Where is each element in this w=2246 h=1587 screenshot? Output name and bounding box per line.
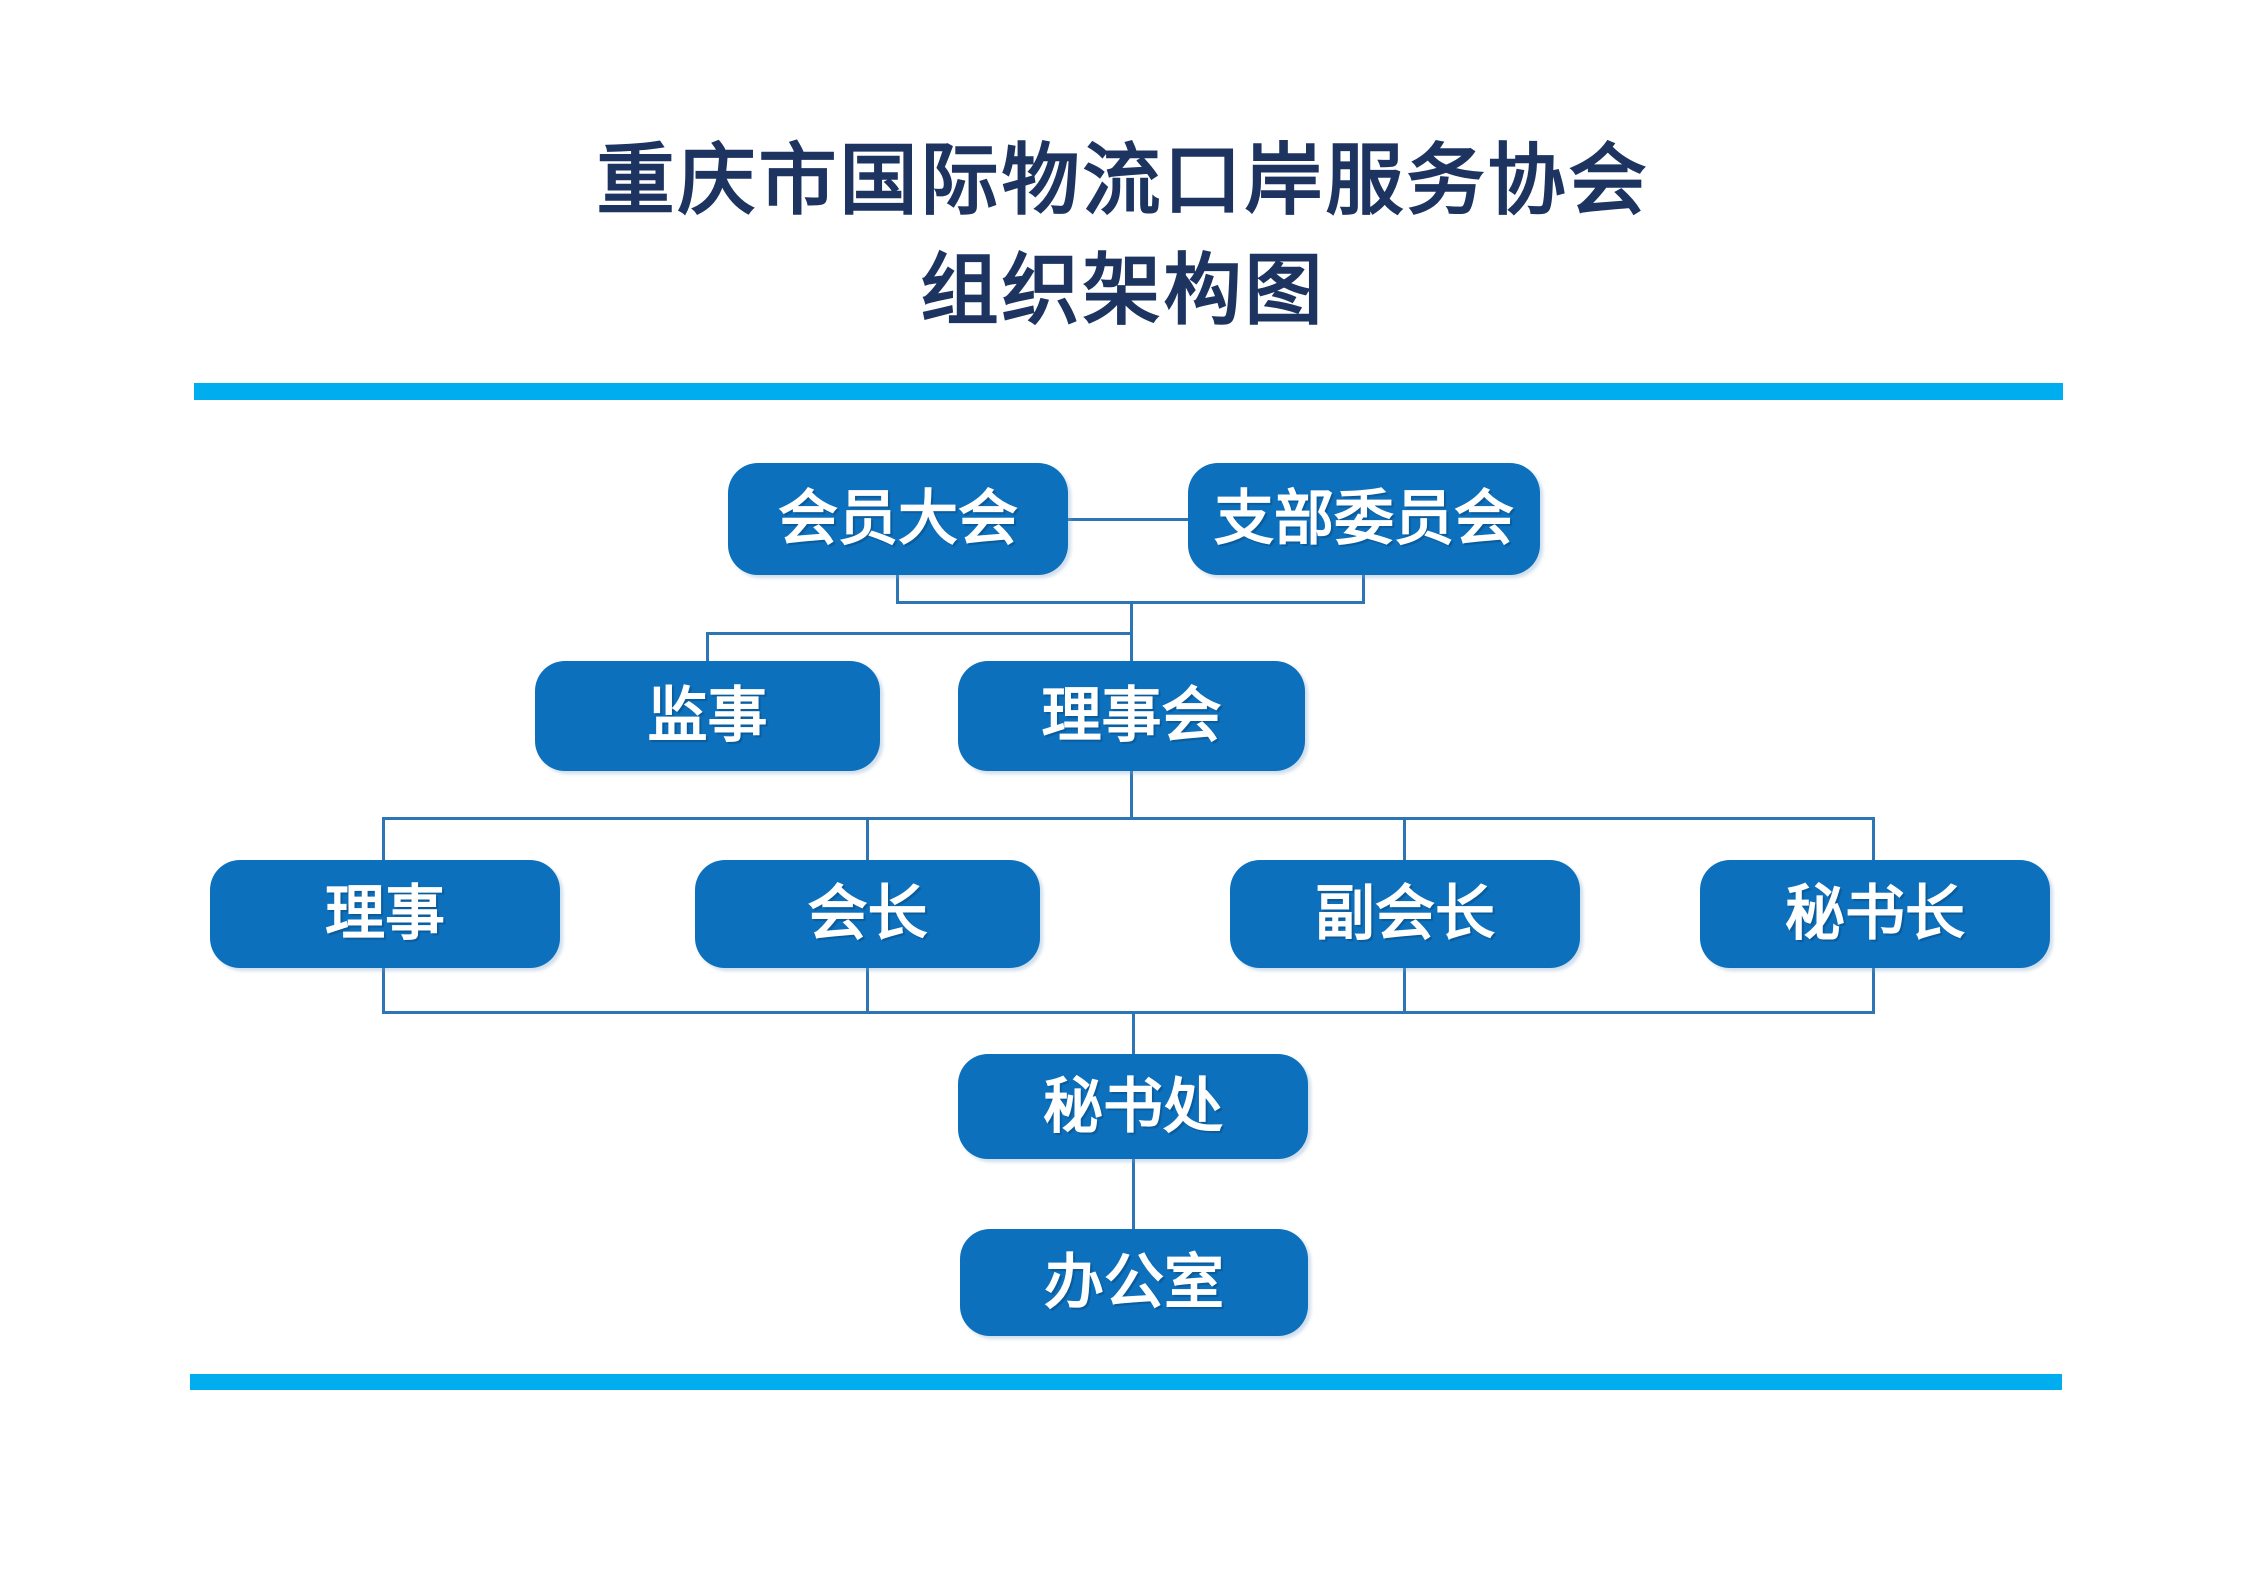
connector-secretariat-to-office: [1132, 1159, 1135, 1229]
org-node-label: 会长: [807, 881, 928, 947]
org-node-label: 监事: [647, 683, 768, 749]
org-node-directors: 理事: [210, 860, 560, 968]
connector-branch-drop: [1362, 575, 1365, 603]
bottom-divider: [190, 1374, 2062, 1390]
org-node-label: 秘书处: [1043, 1073, 1223, 1140]
org-node-secretariat: 秘书处: [958, 1054, 1308, 1159]
connector-vice-president-down: [1403, 968, 1406, 1013]
org-node-supervisors: 监事: [535, 661, 880, 771]
org-node-council: 理事会: [958, 661, 1305, 771]
page-subtitle: 组织架构图: [920, 247, 1326, 334]
org-node-branch-committee: 支部委员会: [1188, 463, 1540, 575]
connector-bus-to-secretariat: [1132, 1011, 1135, 1054]
org-node-member-assembly: 会员大会: [728, 463, 1068, 575]
org-node-secretary-general: 秘书长: [1700, 860, 2050, 968]
connector-director-down: [382, 968, 385, 1013]
connector-supervisor-drop: [706, 632, 709, 661]
org-node-label: 理事会: [1041, 683, 1222, 749]
connector-president-down: [866, 968, 869, 1013]
connector-supervisor-branch: [706, 632, 1133, 635]
connector-member-branch-peer: [1068, 518, 1188, 521]
org-node-label: 秘书长: [1785, 881, 1965, 947]
page-title: 重庆市国际物流口岸服务协会: [596, 137, 1650, 224]
org-node-label: 副会长: [1315, 881, 1495, 947]
connector-row1-to-council: [1130, 601, 1133, 661]
connector-council-drop: [1130, 771, 1133, 819]
top-divider: [194, 383, 2063, 400]
connector-president-drop: [866, 817, 869, 860]
org-node-label: 理事: [325, 881, 445, 947]
connector-director-drop: [382, 817, 385, 860]
connector-row3-top-bus: [382, 817, 1875, 820]
org-node-office: 办公室: [960, 1229, 1308, 1336]
org-node-label: 办公室: [1044, 1249, 1224, 1316]
connector-secretary-general-down: [1872, 968, 1875, 1013]
connector-vice-president-drop: [1403, 817, 1406, 860]
org-node-label: 支部委员会: [1214, 486, 1514, 552]
connector-row3-bottom-bus: [382, 1011, 1875, 1014]
org-node-vice-president: 副会长: [1230, 860, 1580, 968]
org-node-label: 会员大会: [778, 486, 1018, 552]
connector-secretary-general-drop: [1872, 817, 1875, 860]
connector-member-drop: [896, 575, 899, 603]
org-node-president: 会长: [695, 860, 1040, 968]
